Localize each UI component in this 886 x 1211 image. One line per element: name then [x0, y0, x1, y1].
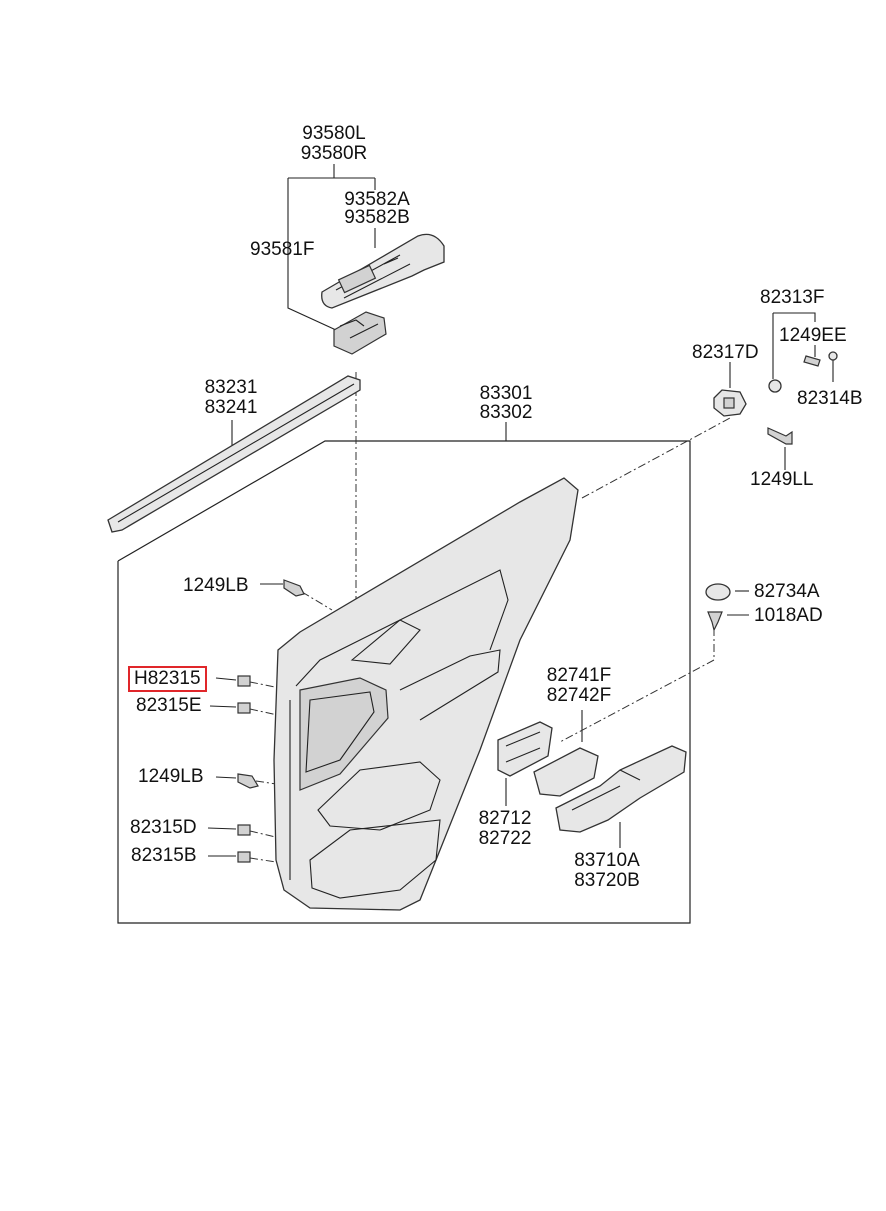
label-1249EE: 1249EE: [779, 325, 847, 346]
label-83720B: 83720B: [574, 870, 640, 891]
screw-1249LB-top: [283, 579, 305, 597]
screw-1249LL: [767, 427, 793, 445]
weatherstrip-part: [107, 375, 361, 533]
bracket-part: [713, 389, 747, 417]
label-82742F: 82742F: [546, 685, 612, 706]
switch-unit-part: [333, 311, 387, 355]
clip-82315B: [237, 851, 251, 863]
washer-82314B: [828, 351, 838, 361]
fastener-1249EE: [803, 355, 821, 367]
fastener-82313F: [768, 379, 782, 393]
label-93581F: 93581F: [250, 239, 315, 260]
leader-lines: [207, 164, 834, 857]
label-83301: 83301: [479, 383, 533, 404]
label-82712: 82712: [478, 808, 532, 829]
trim-assembly-frame: [117, 440, 691, 924]
label-82314B: 82314B: [797, 388, 863, 409]
cover-part: [533, 747, 599, 797]
clip-1018AD: [707, 611, 723, 632]
armrest-part: [555, 745, 687, 833]
screw-1249LB-bottom: [237, 773, 259, 789]
label-82313F: 82313F: [760, 287, 825, 308]
label-H82315-highlighted[interactable]: H82315: [128, 666, 207, 692]
handle-bezel-part: [497, 721, 553, 777]
label-93580R: 93580R: [300, 143, 368, 164]
label-82315E: 82315E: [136, 695, 202, 716]
label-82734A: 82734A: [754, 581, 820, 602]
label-83710A: 83710A: [574, 850, 640, 871]
label-83241: 83241: [204, 397, 258, 418]
clip-82315E: [237, 702, 251, 714]
clip-82315D: [237, 824, 251, 836]
label-82315B: 82315B: [131, 845, 197, 866]
label-1249LL: 1249LL: [750, 469, 814, 490]
switch-bezel-part: [321, 233, 445, 309]
label-82317D: 82317D: [692, 342, 759, 363]
label-1249LB-top: 1249LB: [183, 575, 249, 596]
label-1249LB-bottom: 1249LB: [138, 766, 204, 787]
label-82315D: 82315D: [130, 817, 197, 838]
label-93580L: 93580L: [302, 123, 366, 144]
label-82722: 82722: [478, 828, 532, 849]
label-1018AD: 1018AD: [754, 605, 823, 626]
cap-82734A: [705, 583, 731, 601]
clip-H82315: [237, 675, 251, 687]
door-trim-panel: [273, 477, 579, 911]
label-93582B: 93582B: [344, 207, 410, 228]
label-83231: 83231: [204, 377, 258, 398]
label-93582A: 93582A: [344, 189, 410, 210]
label-83302: 83302: [479, 402, 533, 423]
label-82741F: 82741F: [546, 665, 612, 686]
